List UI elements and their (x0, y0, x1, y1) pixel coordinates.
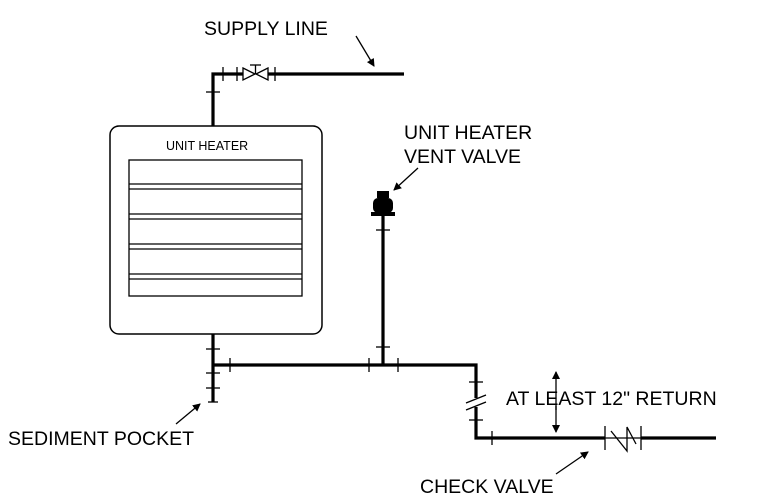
vent-valve-leader (393, 167, 419, 191)
supply-line-leader (355, 35, 375, 67)
gate-valve-icon (236, 64, 276, 82)
return-pipe-joints (229, 358, 493, 445)
supply-pipe-joints (206, 67, 224, 93)
unit-heater: UNIT HEATER (109, 125, 323, 335)
pipe-break-icon (465, 394, 487, 411)
check-valve-icon (604, 426, 642, 453)
unit-heater-label: UNIT HEATER (166, 139, 248, 153)
vent-riser-joints (376, 229, 390, 348)
supply-line-label: SUPPLY LINE (204, 18, 328, 40)
sediment-pocket-leader (175, 403, 201, 425)
vent-valve-label-line1: UNIT HEATER (404, 122, 532, 144)
heater-louvers (129, 183, 302, 280)
return-note-label: AT LEAST 12" RETURN (506, 388, 717, 410)
supply-pipe-riser (211, 72, 243, 126)
check-valve-leader (555, 451, 589, 475)
sediment-pocket-joints (206, 348, 220, 403)
check-valve-label: CHECK VALVE (420, 476, 554, 498)
sediment-pocket-label: SEDIMENT POCKET (8, 428, 194, 450)
vent-valve-label-line2: VENT VALVE (404, 146, 521, 168)
vent-valve-icon (371, 191, 395, 216)
